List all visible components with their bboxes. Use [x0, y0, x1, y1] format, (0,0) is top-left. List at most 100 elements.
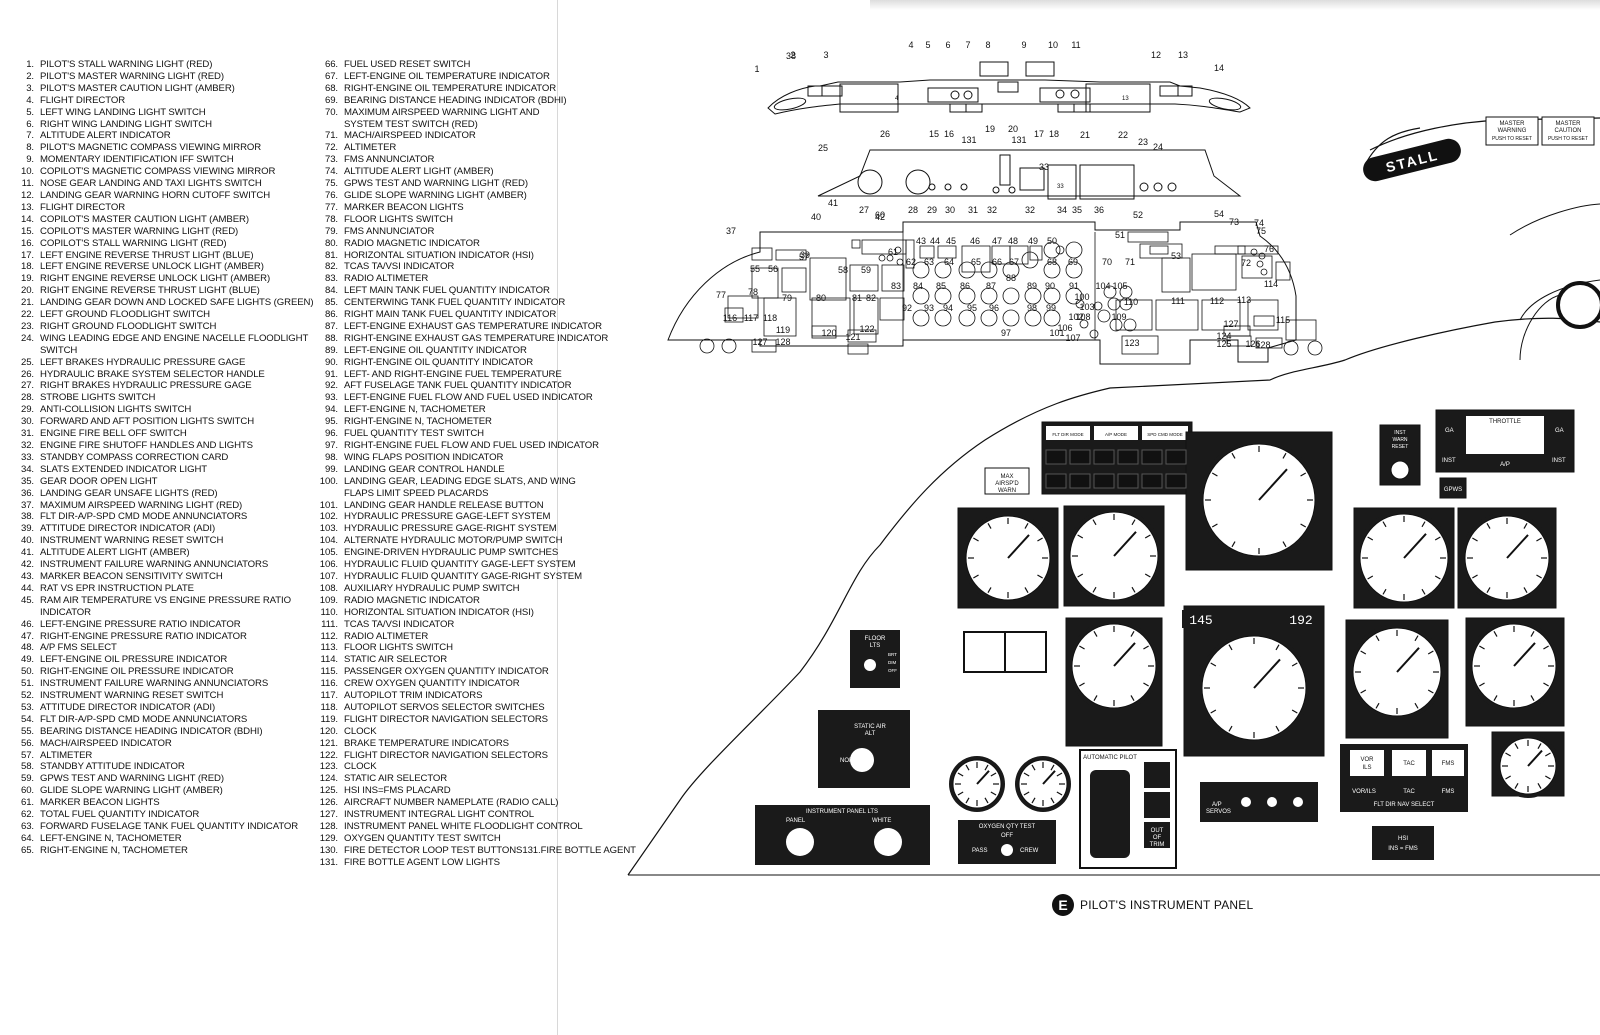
legend-text: LEFT ENGINE REVERSE UNLOCK LIGHT (AMBER): [40, 261, 264, 273]
legend-row: 52.INSTRUMENT WARNING RESET SWITCH: [12, 690, 313, 702]
legend-text: RIGHT-ENGINE OIL QUANTITY INDICATOR: [344, 356, 534, 368]
callout-lower-77: 114: [1264, 279, 1278, 289]
legend-text: ENGINE FIRE SHUTOFF HANDLES AND LIGHTS: [40, 440, 253, 451]
gauge-tick: [1056, 772, 1063, 777]
panel-lts-knob[interactable]: [786, 828, 814, 856]
legend-text: GEAR DOOR OPEN LIGHT: [40, 475, 158, 487]
legend-text: LEFT-ENGINE N, TACHOMETER: [344, 404, 486, 416]
panel-box: [905, 239, 915, 269]
legend-row: 62.TOTAL FUEL QUANTITY INDICATOR: [12, 809, 313, 821]
legend-row: 2.PILOT'S MASTER WARNING LIGHT (RED): [12, 71, 313, 83]
norm-label: NORM: [840, 758, 858, 764]
callout-lower-64: 101: [1049, 328, 1064, 338]
panel-gauge-circle: [912, 261, 930, 279]
callout-lower-59: 96: [989, 303, 999, 313]
vor-ils-button[interactable]: [1350, 750, 1384, 776]
legend-text: HSI INS=FMS PLACARD: [344, 785, 451, 797]
callout-top-16: 17: [1034, 129, 1044, 139]
gauge-tick: [1479, 645, 1485, 650]
legend-number: 24.: [20, 332, 34, 344]
callout-lower-8: 45: [946, 236, 956, 246]
legend-number: 100.: [319, 475, 338, 487]
legend-row: 120.CLOCK: [316, 726, 636, 738]
inst-warn-reset-button[interactable]: [1390, 460, 1410, 480]
gauge-tick: [1427, 650, 1434, 655]
callout-lower-68: 105: [1112, 281, 1127, 291]
ap-servos-l1: A/P: [1212, 802, 1222, 808]
panel-gauge-circle: [1109, 318, 1123, 332]
legend-row: 42.INSTRUMENT FAILURE WARNING ANNUNCIATO…: [12, 559, 313, 571]
callout-lower-10: 47: [992, 236, 1002, 246]
callout-top-18: 19: [985, 124, 995, 134]
legend-row: 100.LANDING GEAR, LEADING EDGE SLATS, AN…: [316, 476, 636, 488]
panel-box: [881, 264, 905, 292]
panel-gauge-circle: [1107, 297, 1121, 311]
oxy-test-switch[interactable]: [1001, 844, 1013, 856]
master-caution-button[interactable]: [1541, 116, 1595, 146]
callout-top-7: 8: [985, 40, 990, 50]
legend-text: FIRE DETECTOR LOOP TEST BUTTONS131.FIRE …: [344, 844, 636, 856]
legend-number: 85.: [324, 297, 338, 309]
legend-row: 86.RIGHT MAIN TANK FUEL QUANTITY INDICAT…: [316, 309, 636, 321]
callout-middle-12: 32: [1025, 205, 1035, 215]
box-33-label: 33: [1057, 184, 1064, 190]
legend-text: LEFT MAIN TANK FUEL QUANTITY INDICATOR: [344, 285, 550, 297]
legend-text: RADIO MAGNETIC INDICATOR: [344, 594, 480, 606]
fms-button[interactable]: [1432, 750, 1464, 776]
floor-lts-switch[interactable]: [864, 659, 876, 671]
legend-number: 115.: [320, 666, 338, 678]
callout-middle-11: 32: [987, 205, 997, 215]
callout-lower-63: 100: [1074, 292, 1089, 302]
callout-top-21: 131: [1011, 135, 1026, 145]
tac-button[interactable]: [1392, 750, 1426, 776]
callout-lower-52: 89: [1027, 281, 1037, 291]
callout-lower-6: 43: [916, 236, 926, 246]
servo-rud-switch[interactable]: [1293, 797, 1303, 807]
callout-lower-23: 60: [875, 210, 885, 220]
servo-ail-switch[interactable]: [1241, 797, 1251, 807]
callout-lower-45: 82: [866, 293, 876, 303]
ga-right-label: GA: [1555, 428, 1564, 434]
static-air-selector[interactable]: [850, 748, 874, 772]
panel-gauge-circle: [878, 254, 886, 262]
servo-elev-switch[interactable]: [1267, 797, 1277, 807]
legend-number: 1.: [26, 59, 34, 70]
legend-text: CREW OXYGEN QUANTITY INDICATOR: [344, 678, 520, 690]
ap-label: A/P: [1500, 462, 1510, 468]
legend-text: ENGINE FIRE BELL OFF SWITCH: [40, 428, 187, 440]
panel-gauge-circle: [1055, 245, 1065, 255]
callout-lower-93: 128: [775, 337, 790, 347]
legend-text: NOSE GEAR LANDING AND TAXI LIGHTS SWITCH: [40, 178, 262, 190]
callout-top-11: 12: [1151, 50, 1161, 60]
vor-ils-l1: VOR: [1360, 757, 1374, 763]
static-air-l2: ALT: [865, 731, 876, 737]
legend-row: 55.BEARING DISTANCE HEADING INDICATOR (B…: [12, 726, 313, 738]
gauge-tick: [1545, 775, 1551, 780]
master-warning-button[interactable]: [1485, 116, 1539, 146]
callout-top-20: 131: [961, 135, 976, 145]
legend-text: HORIZONTAL SITUATION INDICATOR (HSI): [344, 249, 534, 261]
gauge-tick: [1537, 743, 1542, 749]
panel-gauge-circle: [1283, 340, 1299, 356]
panel-gauge-circle: [1002, 287, 1020, 305]
legend-number: 114.: [320, 654, 338, 666]
page-fold-line: [557, 0, 558, 1035]
gauge-tick: [1079, 682, 1085, 687]
white-lts-knob[interactable]: [874, 828, 902, 856]
legend-text: PILOT'S MASTER WARNING LIGHT (RED): [40, 70, 224, 82]
legend-row: 24.WING LEADING EDGE AND ENGINE NACELLE …: [12, 333, 313, 345]
gauge-tick: [1530, 695, 1535, 701]
legend-number: 50.: [20, 666, 34, 678]
callout-middle-15: 35: [1072, 205, 1082, 215]
callout-lower-19: 56: [768, 264, 778, 274]
callout-lower-65: 102: [1068, 312, 1083, 322]
max-airspeed-warn-light[interactable]: [984, 467, 1030, 495]
legend-number: 34.: [20, 463, 34, 475]
callout-middle-16: 36: [1094, 205, 1104, 215]
gpws-button[interactable]: [1439, 477, 1467, 499]
stall-light[interactable]: STALL: [1361, 136, 1464, 183]
legend-row: 76.GLIDE SLOPE WARNING LIGHT (AMBER): [316, 190, 636, 202]
legend-text: ENGINE-DRIVEN HYDRAULIC PUMP SWITCHES: [344, 547, 559, 559]
gauge-tick: [1514, 743, 1519, 749]
legend-text: RADIO ALTIMETER: [344, 630, 429, 642]
